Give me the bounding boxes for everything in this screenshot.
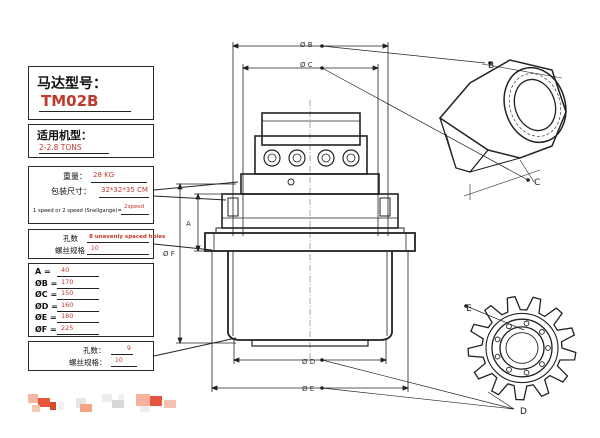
package-underline (99, 197, 149, 198)
dim-b-label: Ø B (300, 41, 313, 49)
model-value: TM02B (41, 92, 99, 110)
dim-row-value: 160 (61, 300, 74, 309)
dim-row-underline (57, 310, 99, 312)
sprocket-bolt-hole (494, 353, 501, 360)
weight-label: 重量： (63, 172, 87, 181)
sprocket-bolt-hole (539, 329, 545, 335)
dim-a-label: A (186, 220, 191, 228)
speed-underline (121, 214, 149, 215)
dim-f-label: Ø F (163, 250, 175, 258)
dim-e-label: Ø E (302, 385, 314, 393)
leader-lines (153, 181, 239, 357)
thread-value-bottom: 10 (115, 357, 123, 364)
holes-label-bottom: 孔数： (83, 346, 106, 355)
sprocket-bolt-hole (506, 366, 512, 373)
callout-d: D (520, 407, 527, 417)
spec-box: 重量： 28 KG 包装尺寸： 32*32*35 CM 1 speed or 2… (28, 166, 154, 224)
dim-d-label: Ø D (302, 358, 315, 366)
thread-underline-top (87, 254, 149, 255)
model-underline (39, 111, 131, 112)
sprocket-bolt-hole (545, 345, 551, 351)
sprocket-ring-3 (505, 332, 539, 364)
leader-e (321, 387, 515, 410)
sprocket-ring-2 (499, 326, 545, 370)
speed-value: 2speed (124, 204, 145, 210)
sprocket-ring-0 (485, 312, 559, 384)
dim-row-label: A = (35, 267, 51, 276)
holes-box-bottom: 孔数： 9 螺丝规格： 10 (28, 341, 154, 371)
dim-row-value: 225 (61, 323, 74, 332)
holes-value-bottom: 9 (127, 345, 131, 352)
dim-row-value: 180 (61, 312, 74, 320)
flange-detail (438, 59, 567, 200)
callout-c: C (534, 178, 540, 188)
dimension-b (231, 42, 390, 236)
callout-b: B (488, 61, 494, 71)
leader-d (321, 359, 515, 410)
holes-box-top: 孔数 8 unevenly spaced holes 螺丝规格 10 (28, 229, 165, 259)
thread-label-top: 螺丝规格 (55, 246, 85, 255)
thread-underline-bottom (111, 366, 137, 367)
machine-underline (39, 153, 109, 154)
holes-label-top: 孔数 (63, 234, 78, 243)
dim-row-value: 150 (61, 289, 74, 297)
dim-row-underline (57, 333, 99, 335)
dim-c-label: Ø C (300, 61, 313, 69)
sprocket-bolt-hole (523, 369, 530, 376)
dimension-e (210, 250, 410, 392)
package-value: 32*32*35 CM (101, 186, 148, 194)
sprocket-detail (467, 295, 577, 401)
dim-row-label: ØB = (35, 278, 58, 288)
model-heading: 马达型号： (37, 76, 107, 92)
thread-value-top: 10 (91, 245, 99, 252)
dim-row-underline (57, 287, 99, 289)
dim-row-underline (57, 276, 99, 277)
sprocket-bolt-hole (539, 361, 545, 367)
leader-b (321, 45, 486, 64)
dimension-d (232, 340, 388, 364)
dimension-f (176, 182, 236, 345)
dim-row-underline (57, 299, 99, 300)
weight-underline (91, 182, 147, 183)
dim-row-underline (57, 322, 99, 323)
dim-row-label: ØF = (35, 324, 57, 334)
holes-underline-bottom (111, 354, 133, 355)
sprocket-bolt-hole (523, 320, 530, 327)
dim-row-value: 40 (61, 266, 70, 274)
holes-underline-top (87, 242, 149, 243)
leader-c (321, 67, 529, 181)
motor-body (204, 100, 416, 360)
holes-value-top: 8 unevenly spaced holes (89, 234, 166, 240)
dim-row-label: ØE = (35, 313, 57, 322)
machine-box: 适用机型： 2-2.8 TONS (28, 124, 154, 158)
sprocket-teeth (467, 295, 577, 401)
callout-e: E (466, 304, 472, 314)
weight-value: 28 KG (93, 171, 115, 179)
machine-heading: 适用机型： (37, 129, 92, 142)
sprocket-ring-1 (491, 318, 553, 378)
package-label: 包装尺寸： (51, 187, 91, 196)
thread-label-bottom: 螺丝规格： (69, 358, 107, 367)
model-box: 马达型号： TM02B (28, 66, 154, 120)
dimension-a (194, 192, 222, 253)
dim-row-label: ØC = (35, 290, 58, 299)
sprocket-bolt-hole (494, 336, 501, 343)
dimension-c (241, 64, 380, 236)
speed-label: 1 speed or 2 speed (Snellgange)= (33, 208, 122, 214)
dim-row-value: 170 (61, 277, 74, 286)
dim-row-label: ØD = (35, 301, 58, 311)
machine-value: 2-2.8 TONS (39, 143, 82, 152)
